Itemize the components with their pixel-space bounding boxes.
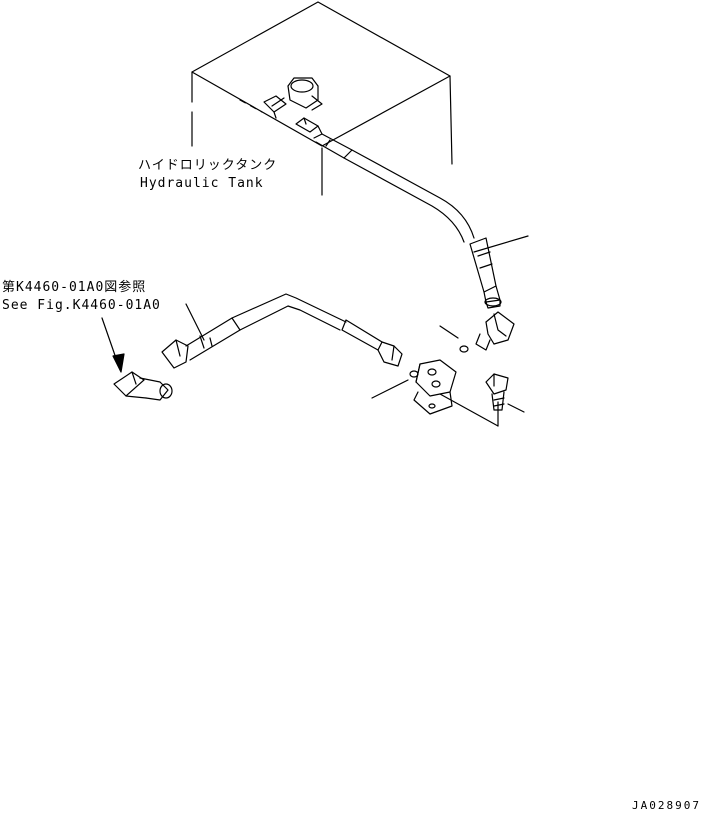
- junction-block: [413, 359, 457, 415]
- figure-reference-english: See Fig.K4460-01A0: [2, 298, 161, 313]
- leader-lines: [101, 235, 529, 427]
- mounting-bolt: [485, 373, 509, 411]
- lower-hose-assembly: [161, 293, 419, 378]
- figure-reference-japanese: 第K4460-01A0図参照: [2, 280, 147, 295]
- reference-arrowhead: [112, 353, 125, 373]
- hydraulic-tank-label-english: Hydraulic Tank: [140, 176, 264, 191]
- upper-hose-assembly: [239, 99, 502, 309]
- hydraulic-tank: [191, 1, 453, 196]
- drawing-code: JA028907: [632, 799, 701, 812]
- right-elbow-fitting: [439, 311, 515, 353]
- left-elbow-fitting: [113, 371, 173, 401]
- tank-port-fitting: [263, 77, 323, 119]
- hydraulic-tank-label-japanese: ハイドロリックタンク: [138, 158, 278, 173]
